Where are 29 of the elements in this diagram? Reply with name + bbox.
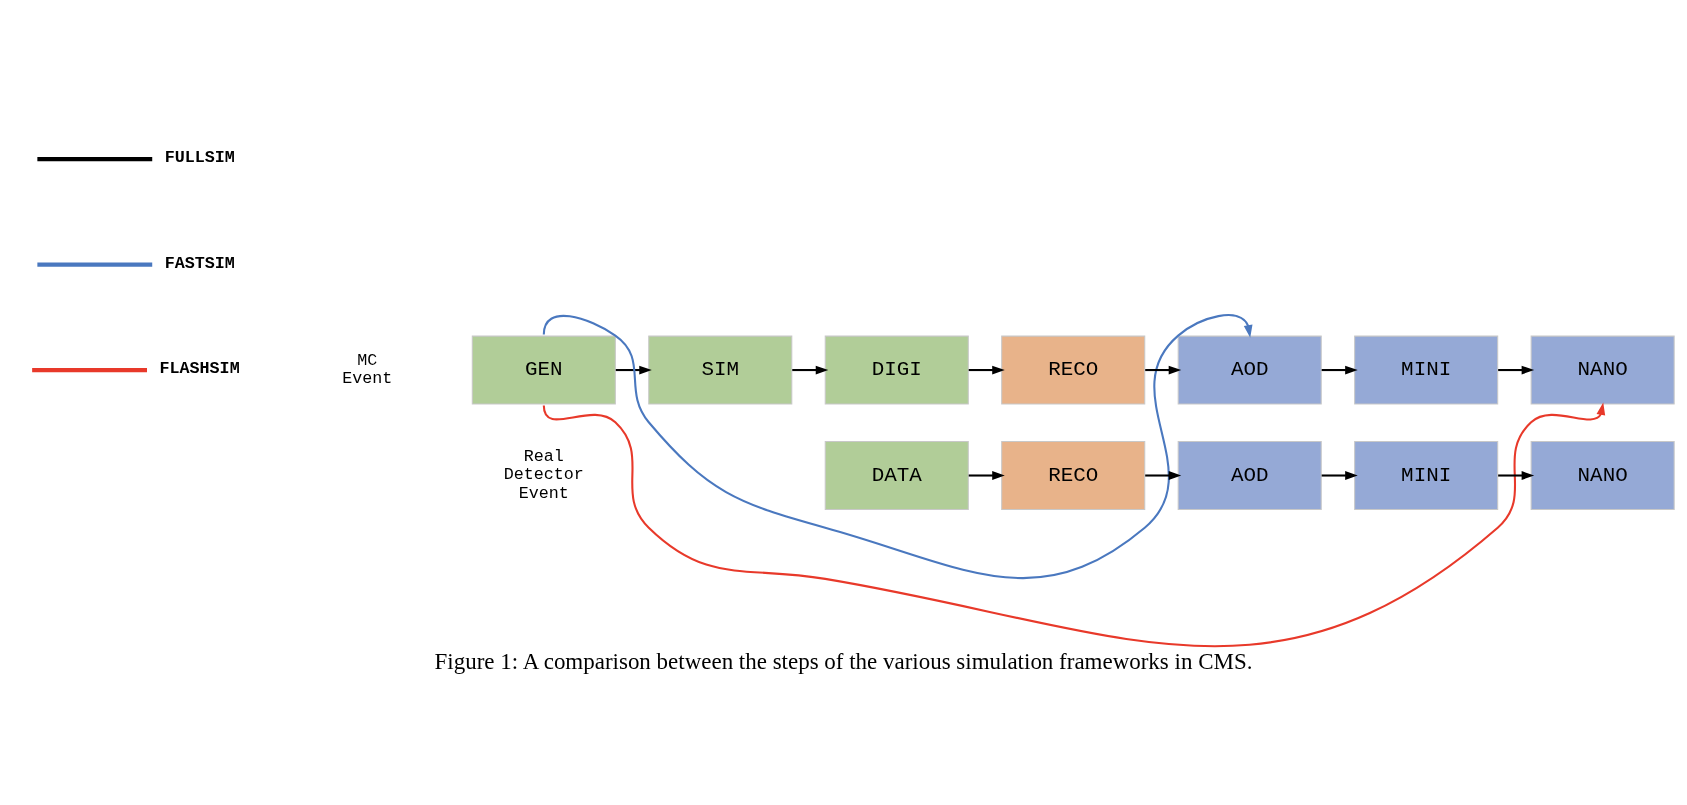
node-box: GEN <box>471 335 616 405</box>
arrow <box>1498 471 1535 480</box>
arrow <box>968 365 1005 375</box>
arrow <box>792 365 829 375</box>
arrow <box>1498 365 1535 375</box>
label: Real Detector Event <box>503 446 584 504</box>
node-box: NANO <box>1530 335 1675 405</box>
node-box: AOD <box>1177 335 1322 405</box>
arrow <box>1145 471 1182 480</box>
arrow <box>1145 365 1182 375</box>
legend-label: FLASHSIM <box>159 358 240 378</box>
arrow <box>1321 365 1358 375</box>
node-box: SIM <box>648 335 793 405</box>
legend-label: FASTSIM <box>164 253 235 273</box>
legend-label: FULLSIM <box>164 148 235 168</box>
arrow <box>1321 471 1358 480</box>
node-box: RECO <box>1001 335 1146 405</box>
node-box: DATA <box>824 441 969 510</box>
arrow <box>542 314 1253 579</box>
label: MC Event <box>342 350 393 389</box>
arrow <box>615 365 652 375</box>
node-box: RECO <box>1001 441 1146 510</box>
arrow <box>968 471 1005 480</box>
caption: Figure 1: A comparison between the steps of the various simulation frameworks in CMS. <box>434 648 1253 674</box>
node-box: MINI <box>1354 441 1499 510</box>
node-box: NANO <box>1530 441 1675 510</box>
node-box: AOD <box>1177 441 1322 510</box>
node-box: DIGI <box>824 335 969 405</box>
node-box: MINI <box>1354 335 1499 405</box>
